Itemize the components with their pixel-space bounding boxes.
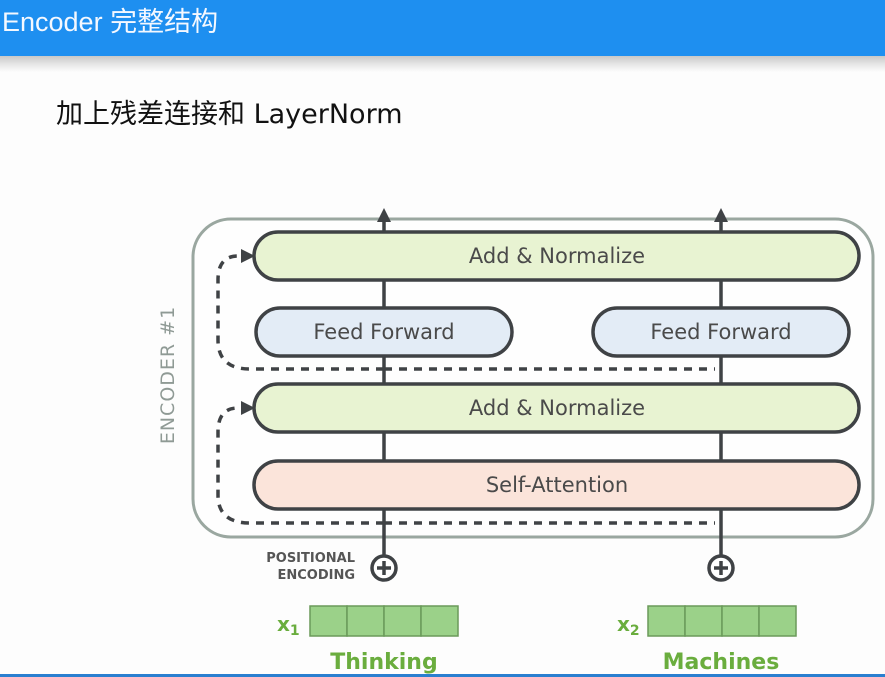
residual-arrowhead-bottom [241,401,255,415]
input-symbol-x2-base: x [617,612,630,636]
input-word-thinking: Thinking [330,650,437,675]
encoder-container [191,217,875,539]
positional-encoding-label-line1: POSITIONAL [266,551,355,566]
feed-forward-right-label: Feed Forward [650,320,791,344]
embedding-cell [721,605,760,637]
residual-arrowhead-top [241,249,255,263]
add-normalize-top-box [252,230,861,282]
positional-encoding-label-line2: ENCODING [277,568,355,583]
add-normalize-bottom-box [252,382,861,434]
add-normalize-bottom-label: Add & Normalize [469,396,645,420]
self-attention-label: Self-Attention [486,473,628,497]
input-symbol-x2-subscript: 2 [630,623,640,639]
add-normalize-top-label: Add & Normalize [469,244,645,268]
embedding-cell [346,605,385,637]
slide-title: Encoder 完整结构 [2,7,219,37]
input-symbol-x2: x2 [617,612,640,639]
input-symbol-x1-base: x [277,612,290,636]
title-bar: Encoder 完整结构 [0,0,885,56]
embedding-cell [647,605,686,637]
residual-connection-bottom [216,406,384,525]
input-word-machines: Machines [663,650,780,675]
arrow-head-encoder-output-1 [377,208,391,222]
slide-subtitle: 加上残差连接和 LayerNorm [56,99,403,130]
embedding-x1 [309,605,459,637]
feed-forward-right-box [591,306,851,358]
input-symbol-x1-subscript: 1 [290,623,300,639]
self-attention-box [252,459,861,511]
encoder-label: ENCODER #1 [157,306,179,444]
input-symbol-x1: x1 [277,612,300,639]
feed-forward-left-label: Feed Forward [313,320,454,344]
title-bar-shadow [0,56,885,72]
residual-connection-top [216,254,384,371]
embedding-x2 [647,605,797,637]
positional-encoding-add-icon-1 [370,554,398,582]
embedding-cell [309,605,348,637]
embedding-cell [420,605,459,637]
embedding-cell [383,605,422,637]
embedding-cell [758,605,797,637]
bottom-border [0,674,885,677]
arrow-head-encoder-output-2 [714,208,728,222]
embedding-cell [684,605,723,637]
positional-encoding-add-icon-2 [707,554,735,582]
feed-forward-left-box [254,306,514,358]
